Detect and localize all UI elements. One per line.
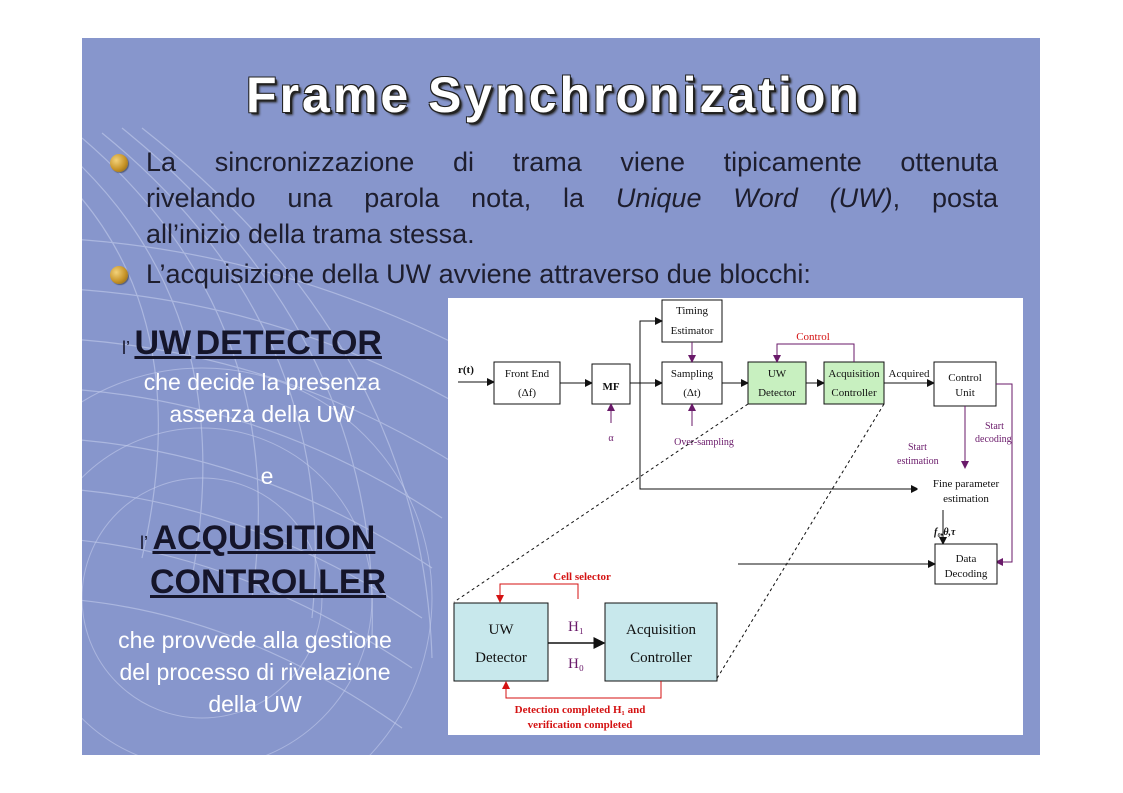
desc1-line2: assenza della UW (169, 401, 355, 427)
bullet1-line2-italic: Unique Word (UW) (615, 183, 893, 213)
acquisition-term: ACQUISITION (152, 519, 376, 557)
front-end-label: Front End (505, 368, 550, 380)
fine-param-label: Fine parameter (933, 478, 1000, 490)
zoom-acq-sub: Controller (630, 650, 692, 666)
slide-title: Frame Synchronization (246, 67, 862, 123)
acq-heading-line2: CONTROLLER (150, 563, 386, 602)
acq-heading-line1: l’ ACQUISITION (140, 519, 375, 558)
conjunction: e (260, 463, 274, 489)
zoom-acq-label: Acquisition (626, 622, 696, 638)
bullet1-line1: La sincronizzazione di trama viene tipic… (146, 147, 998, 177)
control-label: Control (796, 331, 830, 343)
control-unit-block: Control Unit (933, 361, 997, 407)
front-end-sub: (Δf) (518, 387, 536, 399)
control-unit-sub: Unit (955, 387, 975, 399)
acq-controller-label: Acquisition (828, 368, 880, 380)
params-label: f₀,θ,τ (934, 527, 956, 538)
bullet-acquisition: L’acquisizione della UW avviene attraver… (110, 256, 998, 296)
detector-term: DETECTOR (195, 324, 382, 362)
h0-label: H₀ (568, 656, 584, 672)
acquired-label: Acquired (889, 368, 930, 380)
uw-detector-sub: Detector (758, 387, 796, 399)
uw-detector-label: UW (768, 368, 787, 380)
prefix-l1: l’ (122, 338, 130, 358)
acq-controller-desc: che provvede alla gestione del processo … (100, 624, 410, 720)
detection-note-1: Detection completed H₁ and (515, 704, 646, 716)
block-diagram: r(t) Front End (Δf) MF α Timing Estimato… (448, 298, 1023, 735)
mf-block: MF (591, 363, 631, 405)
acq-controller-sub: Controller (831, 387, 877, 399)
timing-estimator-block: Timing Estimator (661, 299, 723, 343)
uw-detector-desc: che decide la presenza assenza della UW (112, 366, 412, 430)
bullet-text: La sincronizzazione di trama viene tipic… (146, 144, 998, 252)
mf-label: MF (602, 381, 619, 393)
start-estimation-1: Start (908, 442, 927, 453)
zoom-uw-detector-block: UW Detector (453, 602, 549, 682)
oversampling-label: Over-sampling (674, 437, 734, 448)
prefix-l2: l’ (140, 533, 148, 553)
data-decoding-label: Data (956, 553, 977, 565)
bullet-frame-sync: La sincronizzazione di trama viene tipic… (110, 144, 998, 254)
front-end-block: Front End (Δf) (493, 361, 561, 405)
timing-sub: Estimator (671, 325, 714, 337)
acq-controller-block: Acquisition Controller (823, 361, 885, 405)
input-label: r(t) (458, 364, 474, 376)
timing-label: Timing (676, 305, 709, 317)
uw-detector-heading: l’ UW DETECTOR (122, 324, 382, 363)
bullet-icon (110, 266, 128, 284)
data-decoding-block: Data Decoding (934, 543, 998, 585)
background-decoration (82, 127, 503, 755)
sampling-block: Sampling (Δt) (661, 361, 723, 405)
uw-term: UW (134, 324, 192, 362)
sampling-label: Sampling (671, 368, 714, 380)
uw-detector-block: UW Detector (747, 361, 807, 405)
desc2-line2: del processo di rivelazione (119, 659, 391, 685)
sampling-sub: (Δt) (683, 387, 701, 399)
fine-param-block: Fine parameter estimation (917, 471, 1011, 511)
fine-param-sub: estimation (943, 493, 989, 505)
zoom-acq-controller-block: Acquisition Controller (604, 602, 718, 682)
detection-note-2: verification completed (528, 719, 633, 731)
bullet1-line2a: rivelando una parola nota, la (146, 183, 616, 213)
bullet1-line2b: , posta (892, 183, 998, 213)
desc2-line1: che provvede alla gestione (118, 627, 392, 653)
alpha-label: α (608, 433, 614, 444)
start-decoding-1: Start (985, 421, 1004, 432)
h1-label: H₁ (568, 619, 584, 635)
bullet-icon (110, 154, 128, 172)
cell-selector-label: Cell selector (553, 571, 611, 583)
start-decoding-2: decoding (975, 434, 1012, 445)
data-decoding-sub: Decoding (945, 568, 988, 580)
desc2-line3: della UW (208, 691, 302, 717)
diagram-svg: r(t) Front End (Δf) MF α Timing Estimato… (453, 299, 1013, 731)
start-estimation-2: estimation (897, 456, 939, 467)
desc1-line1: che decide la presenza (143, 369, 381, 395)
controller-term: CONTROLLER (150, 563, 387, 601)
bullet2-text: L’acquisizione della UW avviene attraver… (146, 259, 811, 289)
zoom-uw-label: UW (489, 622, 515, 638)
control-unit-label: Control (948, 372, 982, 384)
zoom-uw-sub: Detector (475, 650, 527, 666)
bullet1-line3: all’inizio della trama stessa. (146, 219, 475, 249)
